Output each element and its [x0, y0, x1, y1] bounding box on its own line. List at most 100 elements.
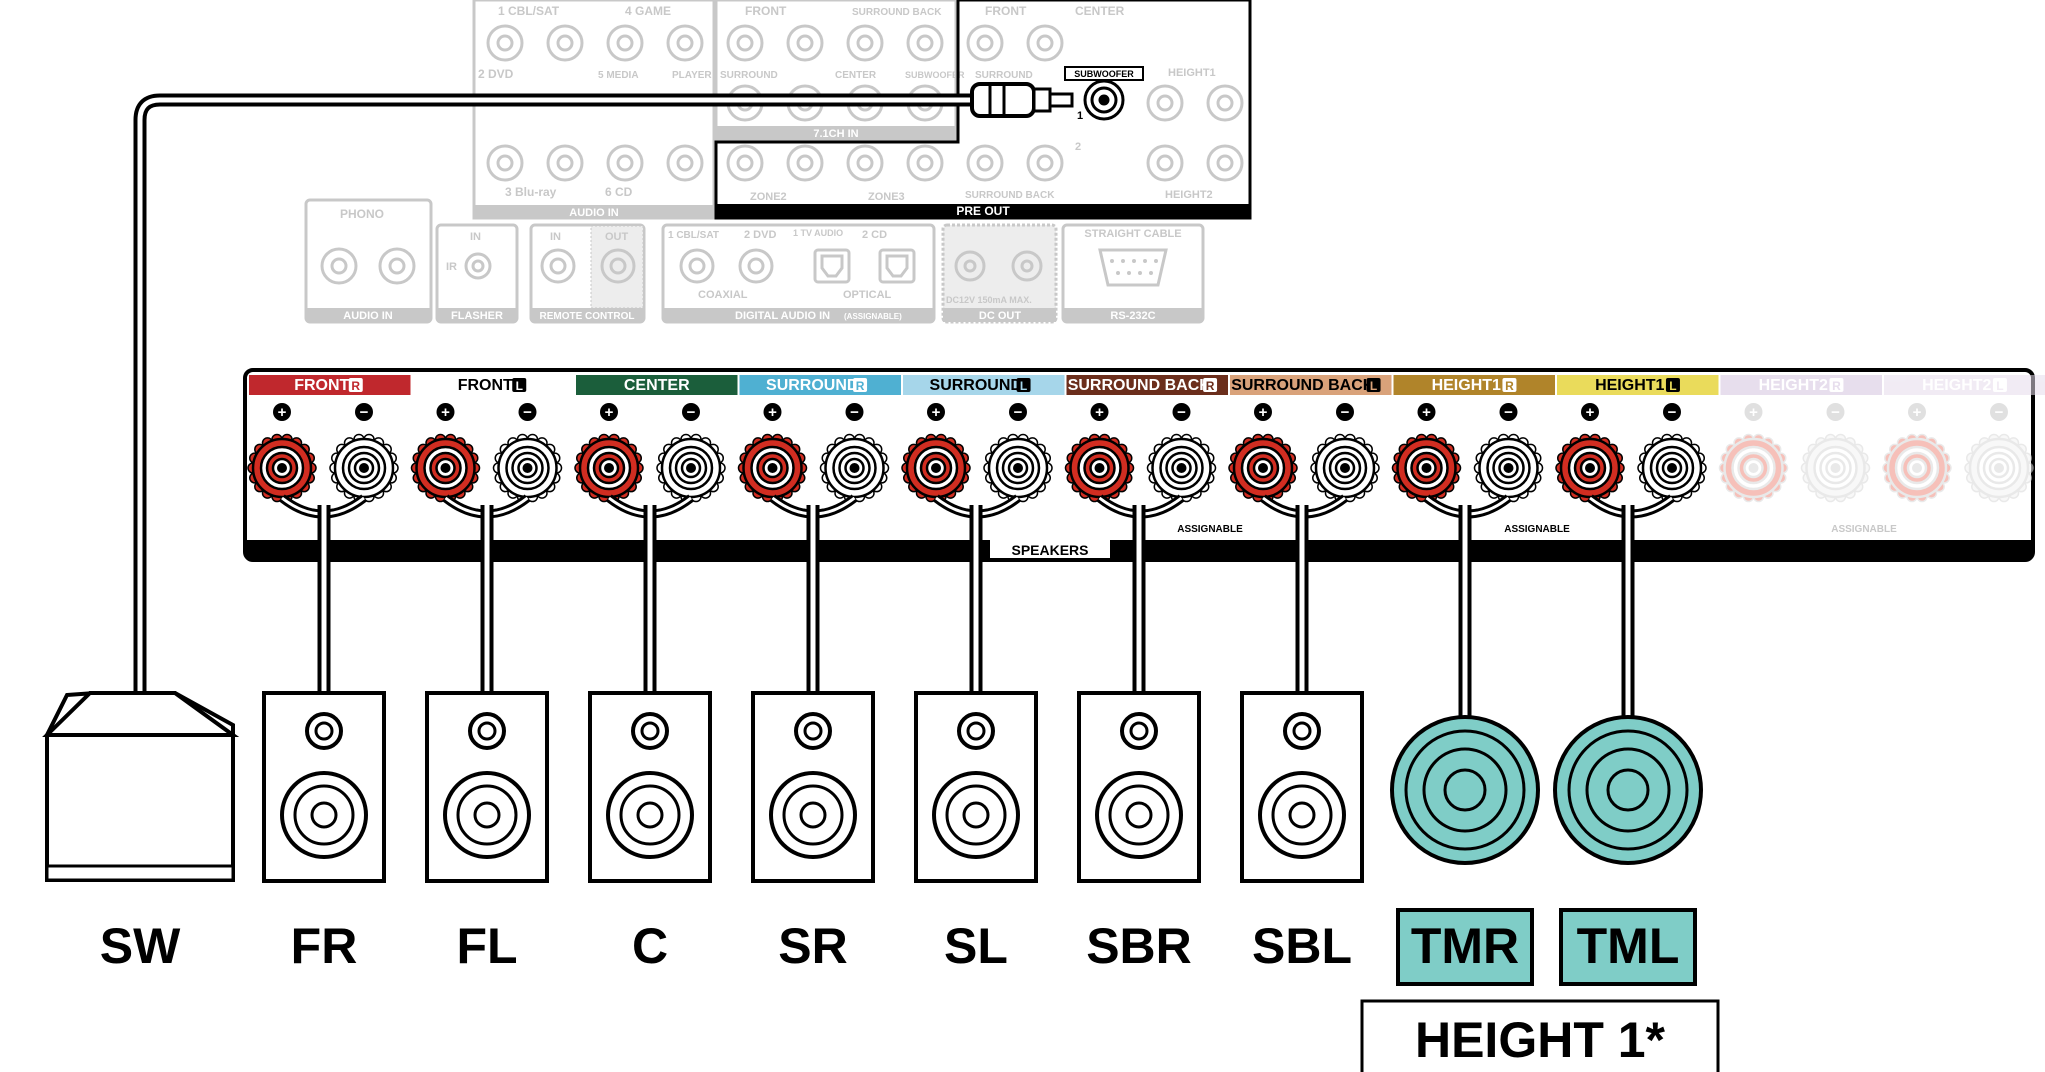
channel-side-letter: L [1020, 379, 1027, 393]
plus-symbol-text: + [1259, 404, 1268, 421]
speaker-terminal-strip: SPEAKERS ASSIGNABLE ASSIGNABLE ASSIGNABL… [243, 368, 2045, 562]
minus-symbol-text: − [1995, 404, 2004, 421]
optical-1-label: 1 TV AUDIO [793, 228, 843, 238]
plus-symbol-text: + [605, 404, 614, 421]
channel-label: HEIGHT2 [1759, 377, 1828, 394]
channel-label: FRONT [294, 377, 349, 394]
channel-color-bar [1230, 375, 1392, 395]
minus-symbol-icon [355, 403, 373, 421]
dc-out-label: DC OUT [979, 310, 1021, 322]
ch71-front-label: FRONT [745, 4, 787, 18]
phono-title: PHONO [340, 207, 384, 221]
negative-terminal [1146, 433, 1217, 503]
assignable-label-3: ASSIGNABLE [1831, 524, 1897, 535]
digital-audio-in-block: DIGITAL AUDIO IN (ASSIGNABLE) 1 CBL/SAT … [661, 223, 936, 324]
minus-symbol-text: − [360, 404, 369, 421]
channel-label: FRONT [458, 377, 513, 394]
back-panel: AUDIO IN 1 CBL/SAT 4 GAME 2 DVD 5 MEDIA … [304, 0, 1252, 324]
channel-side-badge [348, 378, 363, 392]
channel-label: SURROUND BACK [1068, 377, 1212, 394]
channel-color-bar [576, 375, 738, 395]
digital-audio-in-label: DIGITAL AUDIO IN [735, 310, 830, 322]
plus-symbol-icon [763, 403, 782, 421]
speakers-label: SPEAKERS [1011, 542, 1088, 558]
pre-out-front-label: FRONT [985, 4, 1027, 18]
speaker-fl-label: FL [456, 918, 517, 974]
minus-symbol-text: − [1831, 404, 1840, 421]
minus-symbol-icon [1499, 403, 1518, 421]
minus-symbol-text: − [850, 404, 859, 421]
plus-symbol-text: + [768, 404, 777, 421]
coax-1-label: 1 CBL/SAT [668, 230, 719, 241]
positive-terminal [247, 433, 317, 503]
plus-symbol-icon [436, 403, 455, 421]
pre-out-zone2-label: ZONE2 [750, 191, 787, 203]
audio-in-player-label: PLAYER [672, 70, 712, 81]
channel-color-bar [1066, 375, 1228, 395]
height1-group: HEIGHT 1* [1360, 999, 1720, 1072]
minus-symbol-text: − [1341, 404, 1350, 421]
speaker-fr-icon [262, 691, 386, 883]
negative-terminal [1964, 433, 2034, 503]
speaker-sbr-icon [1077, 691, 1201, 883]
positive-terminal [1882, 433, 1952, 503]
plus-symbol-icon [1908, 403, 1926, 421]
remote-control-label: REMOTE CONTROL [540, 311, 635, 322]
minus-symbol-text: − [523, 404, 532, 421]
channel-color-bar [412, 375, 574, 395]
speaker-sbl-icon [1240, 691, 1364, 883]
negative-terminal [819, 433, 890, 503]
negative-terminal [983, 433, 1053, 503]
minus-symbol-icon [682, 403, 700, 421]
audio-in-2-label: 2 DVD [478, 67, 514, 81]
remote-out-label: OUT [605, 231, 629, 243]
subwoofer-jack-label: SUBWOOFER [1074, 69, 1134, 79]
channel-label: SURROUND [930, 377, 1022, 394]
rs232c-block: RS-232C STRAIGHT CABLE [1061, 223, 1205, 324]
positive-terminal [1555, 433, 1625, 503]
ch71-surround-label: SURROUND [720, 70, 778, 81]
plus-symbol-icon [1090, 403, 1109, 421]
rca-plug [970, 82, 1074, 118]
pre-out-height2-label: HEIGHT2 [1165, 189, 1213, 201]
positive-terminal [737, 433, 808, 503]
audio-in-label: AUDIO IN [569, 207, 619, 219]
positive-terminal [1228, 433, 1298, 503]
pre-out-label: PRE OUT [956, 204, 1010, 218]
minus-symbol-text: − [1014, 404, 1023, 421]
plus-symbol-text: + [1095, 404, 1104, 421]
rs232c-label: RS-232C [1110, 310, 1155, 322]
channel-side-badge [1016, 378, 1031, 392]
speaker-sw-label: SW [100, 918, 181, 974]
channel-side-letter: L [1996, 379, 2003, 393]
channel-side-letter: R [351, 379, 360, 393]
minus-symbol-text: − [687, 404, 696, 421]
negative-terminal [492, 433, 563, 503]
flasher-ir-label: IR [446, 261, 457, 273]
speaker-tmr-label-box [1396, 908, 1534, 986]
speaker-sl-label: SL [944, 918, 1008, 974]
channel-side-badge [512, 378, 527, 392]
minus-symbol-icon [518, 403, 537, 421]
pre-out-surround-back-label: SURROUND BACK [965, 190, 1055, 201]
plus-symbol-icon [1417, 403, 1436, 421]
plus-symbol-text: + [932, 404, 941, 421]
plus-symbol-text: + [441, 404, 450, 421]
ch71-subwoofer-label: SUBWOOFER [905, 70, 965, 80]
plus-symbol-icon [1254, 403, 1272, 421]
optical-2-label: 2 CD [862, 229, 887, 241]
minus-symbol-icon [1826, 403, 1845, 421]
channel-side-badge [1203, 378, 1218, 392]
pre-out-sub2-label: 2 [1075, 141, 1081, 153]
positive-terminal [574, 433, 644, 503]
positive-terminal [901, 433, 971, 503]
phono-audio-in-label: AUDIO IN [343, 310, 393, 322]
plus-symbol-text: + [1913, 404, 1922, 421]
negative-terminal [1637, 433, 1707, 503]
